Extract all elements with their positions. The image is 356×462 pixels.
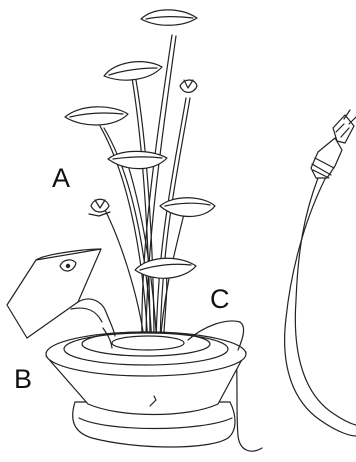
watering-can — [7, 249, 115, 348]
power-cord — [236, 175, 356, 451]
callout-label-a: A — [52, 165, 70, 192]
callout-label-b: B — [14, 366, 32, 393]
plug — [311, 110, 356, 178]
stems — [100, 35, 190, 345]
basin — [46, 321, 246, 447]
callout-label-c: C — [210, 286, 230, 313]
